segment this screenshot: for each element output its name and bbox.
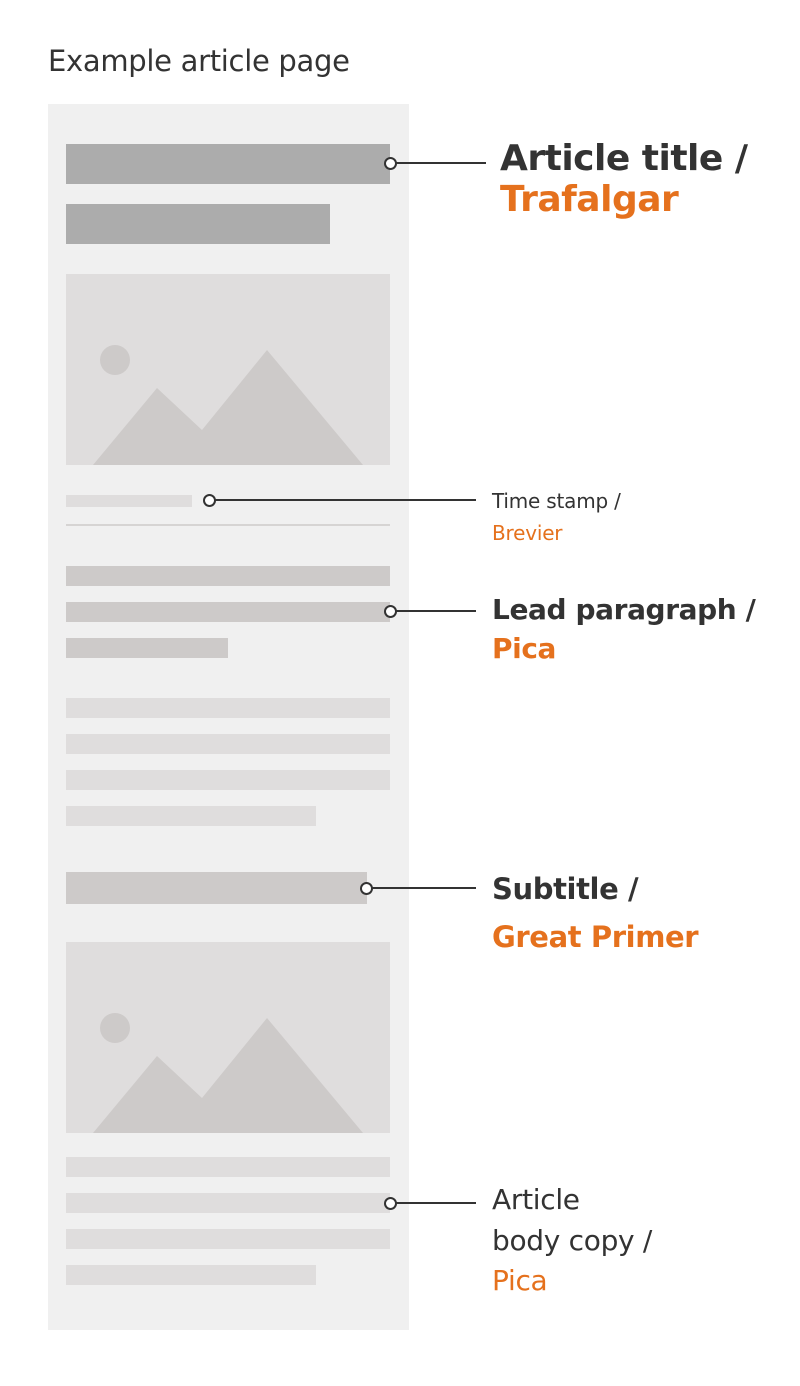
connector-dot-timestamp: [203, 494, 216, 507]
image-placeholder-icon: [66, 274, 390, 465]
timestamp-bar: [66, 495, 192, 507]
label-time-stamp: Time stamp / Brevier: [492, 485, 621, 549]
title-bar-1: [66, 144, 390, 184]
font-name: Great Primer: [492, 919, 699, 954]
image-placeholder-icon: [66, 942, 390, 1133]
connector-line-subtitle: [367, 887, 476, 889]
label-text: Article title /: [500, 138, 748, 179]
connector-line-body: [390, 1202, 476, 1204]
label-text: Article: [492, 1183, 580, 1216]
label-text: Lead paragraph /: [492, 593, 756, 626]
connector-dot-subtitle: [360, 882, 373, 895]
body-bar-7: [66, 1229, 390, 1249]
label-text: body copy /: [492, 1223, 653, 1257]
page-title: Example article page: [48, 44, 350, 78]
connector-dot-body: [384, 1197, 397, 1210]
subtitle-bar: [66, 872, 367, 904]
body-bar-2: [66, 734, 390, 754]
font-name: Pica: [492, 1264, 548, 1298]
body-bar-3: [66, 770, 390, 790]
font-name: Brevier: [492, 521, 563, 545]
connector-line-timestamp: [210, 499, 476, 501]
body-bar-6: [66, 1193, 390, 1213]
lead-bar-3: [66, 638, 228, 658]
title-bar-2: [66, 204, 330, 244]
article-wireframe: [48, 104, 409, 1330]
connector-dot-title: [384, 157, 397, 170]
label-body-copy: Article body copy / Pica: [492, 1180, 652, 1302]
body-bar-5: [66, 1157, 390, 1177]
font-name: Trafalgar: [500, 179, 679, 221]
label-subtitle: Subtitle / Great Primer: [492, 866, 699, 962]
label-lead-paragraph: Lead paragraph / Pica: [492, 590, 756, 668]
connector-line-lead: [390, 610, 476, 612]
connector-line-title: [390, 162, 486, 164]
body-bar-1: [66, 698, 390, 718]
label-text: Time stamp /: [492, 489, 621, 513]
connector-dot-lead: [384, 605, 397, 618]
lead-bar-2: [66, 602, 390, 622]
body-bar-4: [66, 806, 316, 826]
body-bar-8: [66, 1265, 316, 1285]
font-name: Pica: [492, 632, 557, 666]
divider: [66, 524, 390, 526]
label-text: Subtitle /: [492, 872, 639, 906]
lead-bar-1: [66, 566, 390, 586]
label-article-title: Article title / Trafalgar: [500, 138, 748, 221]
